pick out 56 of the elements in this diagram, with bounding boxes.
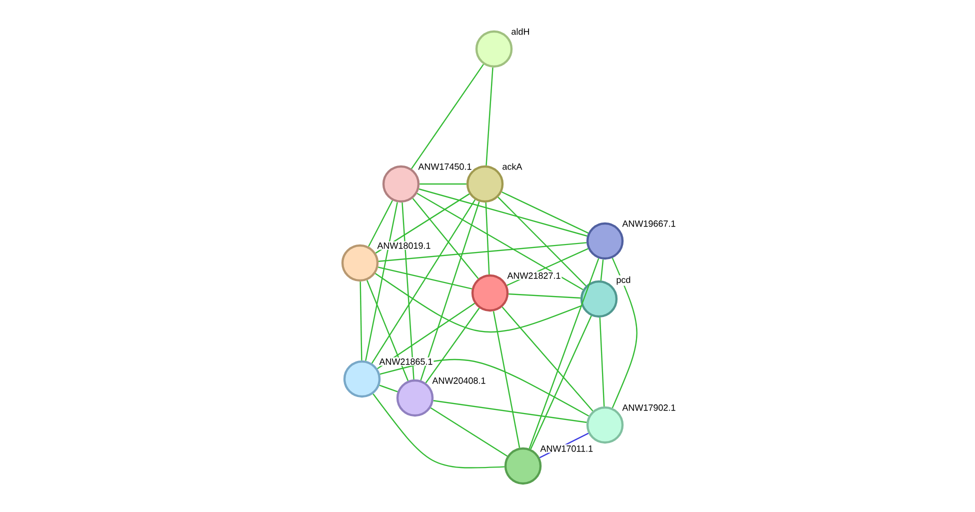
protein-node bbox=[475, 30, 513, 68]
interaction-line bbox=[418, 188, 588, 237]
interaction-line bbox=[380, 358, 590, 416]
interaction-line bbox=[508, 293, 580, 299]
node-label: ANW21827.1 bbox=[506, 271, 562, 280]
node-label: ackA bbox=[501, 162, 524, 171]
interaction-line bbox=[425, 308, 480, 384]
interaction-line bbox=[530, 316, 592, 450]
interaction-line bbox=[375, 273, 582, 333]
protein-node bbox=[586, 222, 624, 260]
interaction-line bbox=[372, 394, 504, 468]
node-label: ANW21865.1 bbox=[378, 357, 434, 366]
protein-node bbox=[580, 280, 618, 318]
node-label: ANW18019.1 bbox=[376, 241, 432, 250]
interaction-line bbox=[485, 202, 490, 274]
interaction-line bbox=[416, 192, 584, 290]
interaction-line bbox=[502, 306, 594, 412]
interaction-line bbox=[371, 199, 476, 364]
interaction-line bbox=[600, 259, 604, 281]
interaction-line bbox=[365, 202, 398, 361]
node-label: ANW19667.1 bbox=[621, 219, 677, 228]
node-label: ANW17450.1 bbox=[417, 162, 473, 171]
protein-node bbox=[382, 165, 420, 203]
protein-node bbox=[471, 274, 509, 312]
node-label: ANW17902.1 bbox=[621, 403, 677, 412]
protein-node bbox=[586, 406, 624, 444]
interaction-line bbox=[375, 193, 470, 254]
interaction-line bbox=[430, 407, 508, 457]
interaction-line bbox=[420, 202, 480, 381]
interaction-line bbox=[502, 191, 588, 234]
interaction-line bbox=[412, 198, 479, 279]
interaction-line bbox=[528, 258, 600, 449]
node-label: ANW17011.1 bbox=[539, 444, 594, 453]
protein-node bbox=[504, 447, 542, 485]
interaction-line bbox=[486, 68, 494, 166]
protein-node bbox=[341, 244, 379, 282]
interaction-line bbox=[377, 302, 475, 370]
interaction-line bbox=[368, 200, 393, 247]
interaction-line bbox=[378, 242, 587, 262]
node-label: pcd bbox=[615, 275, 632, 286]
node-label: ANW20408.1 bbox=[431, 376, 487, 385]
interaction-line bbox=[492, 311, 520, 448]
interaction-line bbox=[360, 282, 362, 360]
interaction-line bbox=[599, 318, 605, 406]
interaction-line bbox=[366, 280, 409, 381]
interaction-line bbox=[498, 196, 586, 286]
interaction-line bbox=[433, 400, 587, 423]
interaction-line bbox=[411, 64, 484, 170]
interaction-line bbox=[402, 202, 414, 380]
interaction-line bbox=[420, 183, 466, 185]
protein-node bbox=[396, 379, 434, 417]
interaction-line bbox=[612, 258, 638, 408]
interaction-line bbox=[379, 384, 398, 392]
node-label: aldH bbox=[510, 27, 531, 36]
protein-node bbox=[343, 360, 381, 398]
interaction-line bbox=[378, 266, 472, 290]
